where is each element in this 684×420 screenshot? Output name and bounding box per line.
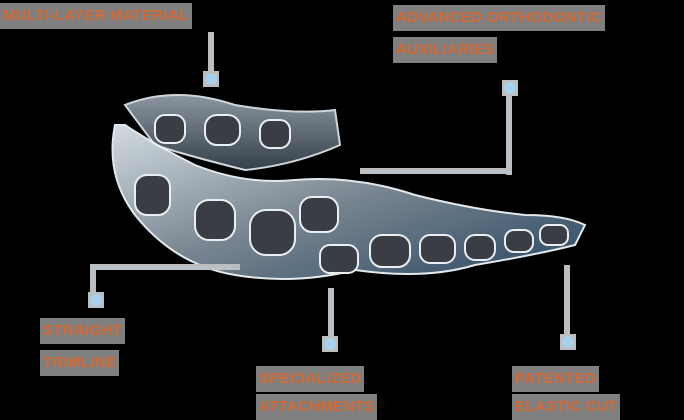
callout-line-advanced-h: [360, 168, 512, 174]
callout-dot-multilayer: [203, 71, 219, 87]
label-specialized-attachments: Specialized Attachments: [256, 366, 378, 420]
label-multilayer-material: Multi-Layer Material: [0, 3, 192, 29]
label-patented-elastic-cut: Patented Elastic Cut: [512, 366, 621, 420]
label-advanced-auxiliaries: Advanced Orthodontic Auxiliaries: [393, 5, 605, 63]
callout-line-advanced-v: [506, 95, 512, 175]
callout-dot-trimline: [88, 292, 104, 308]
callout-dot-elastic: [560, 334, 576, 350]
label-straight-trimline: Straight Trimline: [40, 318, 126, 376]
callout-line-multilayer: [208, 32, 214, 72]
callout-line-trimline-h: [96, 264, 240, 270]
callout-dot-attachments: [322, 336, 338, 352]
callout-line-attachments: [328, 288, 334, 336]
aligner-image: [111, 94, 587, 280]
callout-dot-advanced: [502, 80, 518, 96]
callout-line-elastic: [564, 265, 570, 335]
callout-line-trimline-v: [90, 264, 96, 294]
